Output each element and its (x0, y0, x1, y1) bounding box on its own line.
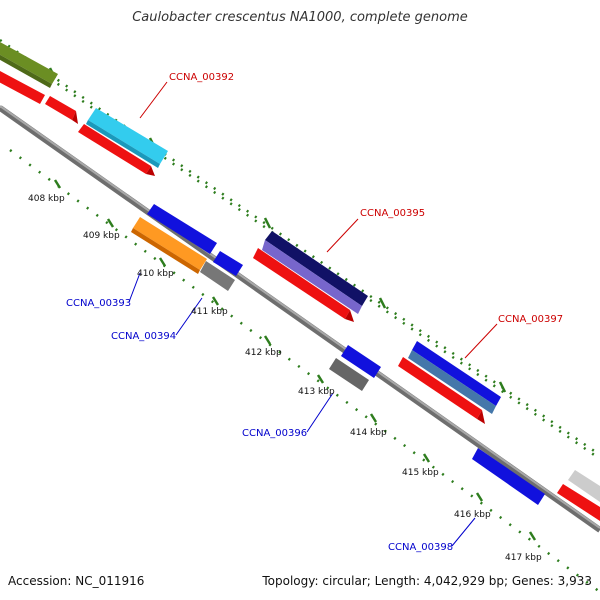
gene-bar-red (0, 71, 45, 104)
gene-bar-orange (133, 217, 207, 270)
gene-bar-gray (200, 261, 235, 291)
gene-bar-blue (213, 251, 243, 276)
scale-label: 409 kbp (83, 231, 120, 241)
scale-labels: 408 kbp 409 kbp 410 kbp 411 kbp 412 kbp … (28, 194, 542, 563)
accession-label: Accession: NC_011916 (8, 574, 145, 588)
gene-bar-lightgray (568, 470, 600, 502)
gene-label-ccna-00393: CCNA_00393 (66, 298, 131, 309)
gene-features (0, 42, 600, 521)
gene-bar-olive (0, 42, 58, 84)
scale-label: 414 kbp (350, 428, 387, 438)
gene-label-ccna-00394: CCNA_00394 (111, 331, 176, 342)
scale-label: 410 kbp (137, 269, 174, 279)
gene-label-ccna-00392: CCNA_00392 (169, 72, 234, 83)
genome-backbone (0, 105, 600, 533)
gene-bar-blue (472, 448, 545, 505)
scale-label: 417 kbp (505, 553, 542, 563)
scale-label: 413 kbp (298, 387, 335, 397)
gene-bar-blue (147, 204, 217, 254)
gene-bar-red (78, 124, 151, 174)
gene-bar-gray (329, 358, 369, 391)
gene-label-ccna-00395: CCNA_00395 (360, 208, 425, 219)
map-title: Caulobacter crescentus NA1000, complete … (132, 10, 468, 25)
scale-label: 411 kbp (191, 307, 228, 317)
gene-bar-purple (262, 240, 362, 314)
gene-label-ccna-00398: CCNA_00398 (388, 542, 453, 553)
gene-bar-blue (341, 345, 381, 378)
scale-major-ticks (53, 179, 537, 541)
gene-bar-cyan (88, 108, 168, 164)
gene-label-leaders (128, 81, 498, 547)
scale-tick-track (9, 148, 600, 594)
gene-bar-navy (265, 231, 368, 306)
scale-label: 408 kbp (28, 194, 65, 204)
gene-bar-red (398, 357, 482, 419)
scale-label: 415 kbp (402, 468, 439, 478)
gene-bar-red (253, 248, 350, 319)
scale-label: 412 kbp (245, 348, 282, 358)
genome-summary-label: Topology: circular; Length: 4,042,929 bp… (262, 574, 592, 588)
gene-labels: CCNA_00392 CCNA_00393 CCNA_00394 CCNA_00… (66, 72, 563, 553)
gene-label-ccna-00396: CCNA_00396 (242, 428, 307, 439)
gene-bar-blue (412, 341, 501, 406)
gene-bar-steel (408, 350, 496, 414)
gene-label-ccna-00397: CCNA_00397 (498, 314, 563, 325)
scale-label: 416 kbp (454, 510, 491, 520)
gene-bar-red (557, 484, 600, 521)
